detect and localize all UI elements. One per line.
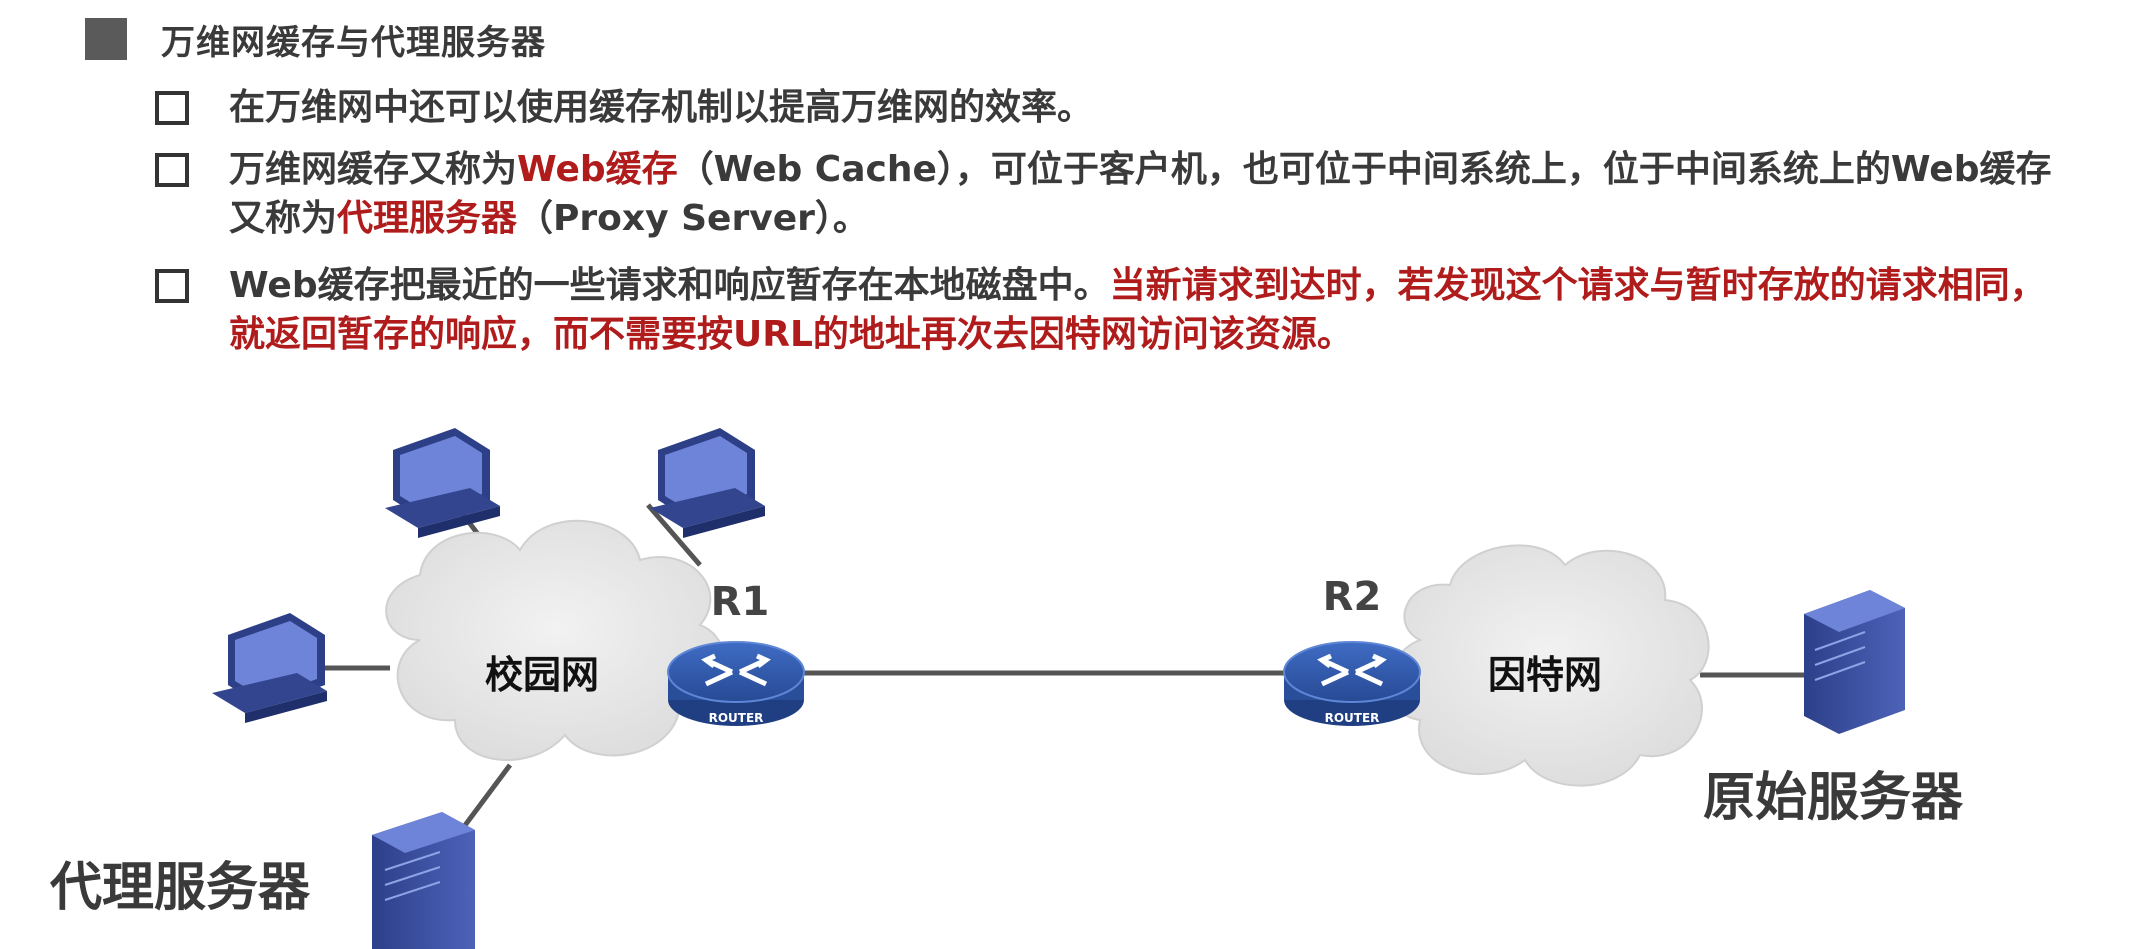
- pc-top-left-icon: [385, 428, 500, 538]
- link-proxy-server: [457, 763, 513, 834]
- pc-top-right-icon: [650, 428, 765, 538]
- bullet-item-1: 在万维网中还可以使用缓存机制以提高万维网的效率。: [155, 83, 2055, 132]
- internet-cloud: 因特网: [1389, 544, 1710, 787]
- bullet-box-icon: [155, 91, 189, 125]
- heading-text: 万维网缓存与代理服务器: [161, 22, 546, 63]
- bullet-text-3: Web缓存把最近的一些请求和响应暂存在本地磁盘中。当新请求到达时，若发现这个请求…: [229, 261, 2055, 359]
- bullet-box-icon: [155, 269, 189, 303]
- router-r1: ROUTER R1: [667, 579, 805, 726]
- router-r2-caption: ROUTER: [1325, 711, 1380, 725]
- bullet-item-3: Web缓存把最近的一些请求和响应暂存在本地磁盘中。当新请求到达时，若发现这个请求…: [155, 261, 2055, 359]
- router-r2-label: R2: [1323, 574, 1382, 620]
- bullet-2-text-a: 万维网缓存又称为: [229, 149, 518, 190]
- proxy-server-label: 代理服务器: [49, 858, 311, 918]
- bullet-2-highlight-b: 代理服务器: [337, 198, 518, 239]
- origin-server-label: 原始服务器: [1703, 768, 1964, 828]
- bullet-text-1: 在万维网中还可以使用缓存机制以提高万维网的效率。: [229, 83, 1093, 132]
- bullet-3-text-a: Web缓存把最近的一些请求和响应暂存在本地磁盘中。: [229, 265, 1110, 306]
- router-r1-caption: ROUTER: [709, 711, 764, 725]
- link-pc-top-right: [646, 503, 702, 567]
- internet-label: 因特网: [1488, 653, 1602, 697]
- router-r1-label: R1: [711, 579, 770, 625]
- bullet-2-highlight-a: Web缓存: [517, 149, 678, 190]
- bullet-item-2: 万维网缓存又称为Web缓存（Web Cache），可位于客户机，也可位于中间系统…: [155, 145, 2055, 243]
- bullet-text-2: 万维网缓存又称为Web缓存（Web Cache），可位于客户机，也可位于中间系统…: [229, 145, 2055, 243]
- bullet-1-text: 在万维网中还可以使用缓存机制以提高万维网的效率。: [229, 87, 1094, 128]
- bullet-2-text-b: （Web Cache），可位于客户机，也可位于中间系统上，位于中间系统上的Web…: [229, 149, 2052, 239]
- router-r1-arrows-icon: [701, 653, 771, 687]
- router-r2: ROUTER R2: [1283, 574, 1421, 726]
- bullet-box-icon: [155, 153, 189, 187]
- proxy-server-icon: [372, 812, 475, 949]
- section-heading: 万维网缓存与代理服务器: [85, 14, 546, 64]
- heading-square-icon: [85, 18, 127, 60]
- campus-cloud: 校园网: [385, 519, 726, 762]
- bullet-3-highlight-a: 当新请求到达时，若发现这个请求与暂时存放的请求相同，就返回暂存的响应，而不需要按…: [229, 265, 2046, 355]
- router-r2-arrows-icon: [1317, 653, 1387, 687]
- pc-left-icon: [212, 613, 327, 723]
- bullet-2-text-c: （Proxy Server）。: [517, 198, 869, 239]
- origin-server-icon: [1804, 590, 1905, 734]
- campus-net-label: 校园网: [485, 653, 599, 697]
